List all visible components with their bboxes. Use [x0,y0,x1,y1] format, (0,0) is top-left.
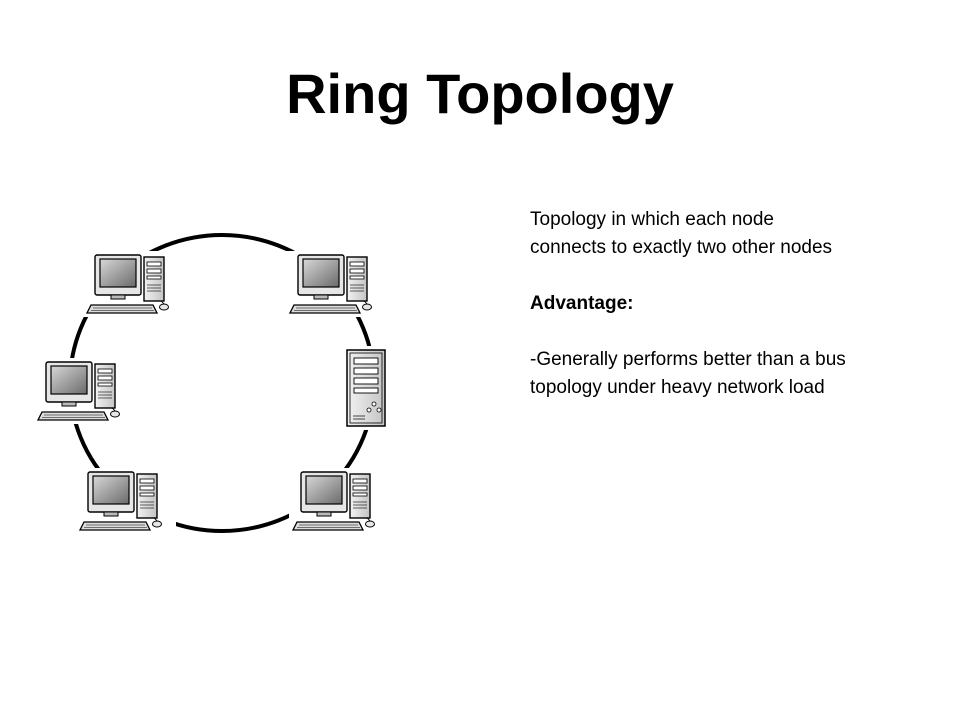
ring-diagram-svg [34,233,389,534]
slide-title: Ring Topology [286,62,674,125]
desktop-computer-icon [286,251,386,317]
description-line: connects to exactly two other nodes [530,237,833,258]
advantage-line: topology under heavy network load [530,377,825,398]
description-line: Topology in which each node [530,209,775,230]
topology-description: Topology in which each node connects to … [530,206,940,402]
desktop-computer-icon [34,358,134,424]
ring-topology-diagram [30,220,410,550]
server-tower-icon [343,346,389,430]
desktop-computer-icon [76,468,176,534]
desktop-computer-icon [289,468,389,534]
advantage-heading: Advantage: [530,293,634,314]
desktop-computer-icon [83,251,183,317]
advantage-line: -Generally performs better than a bus [530,349,846,370]
